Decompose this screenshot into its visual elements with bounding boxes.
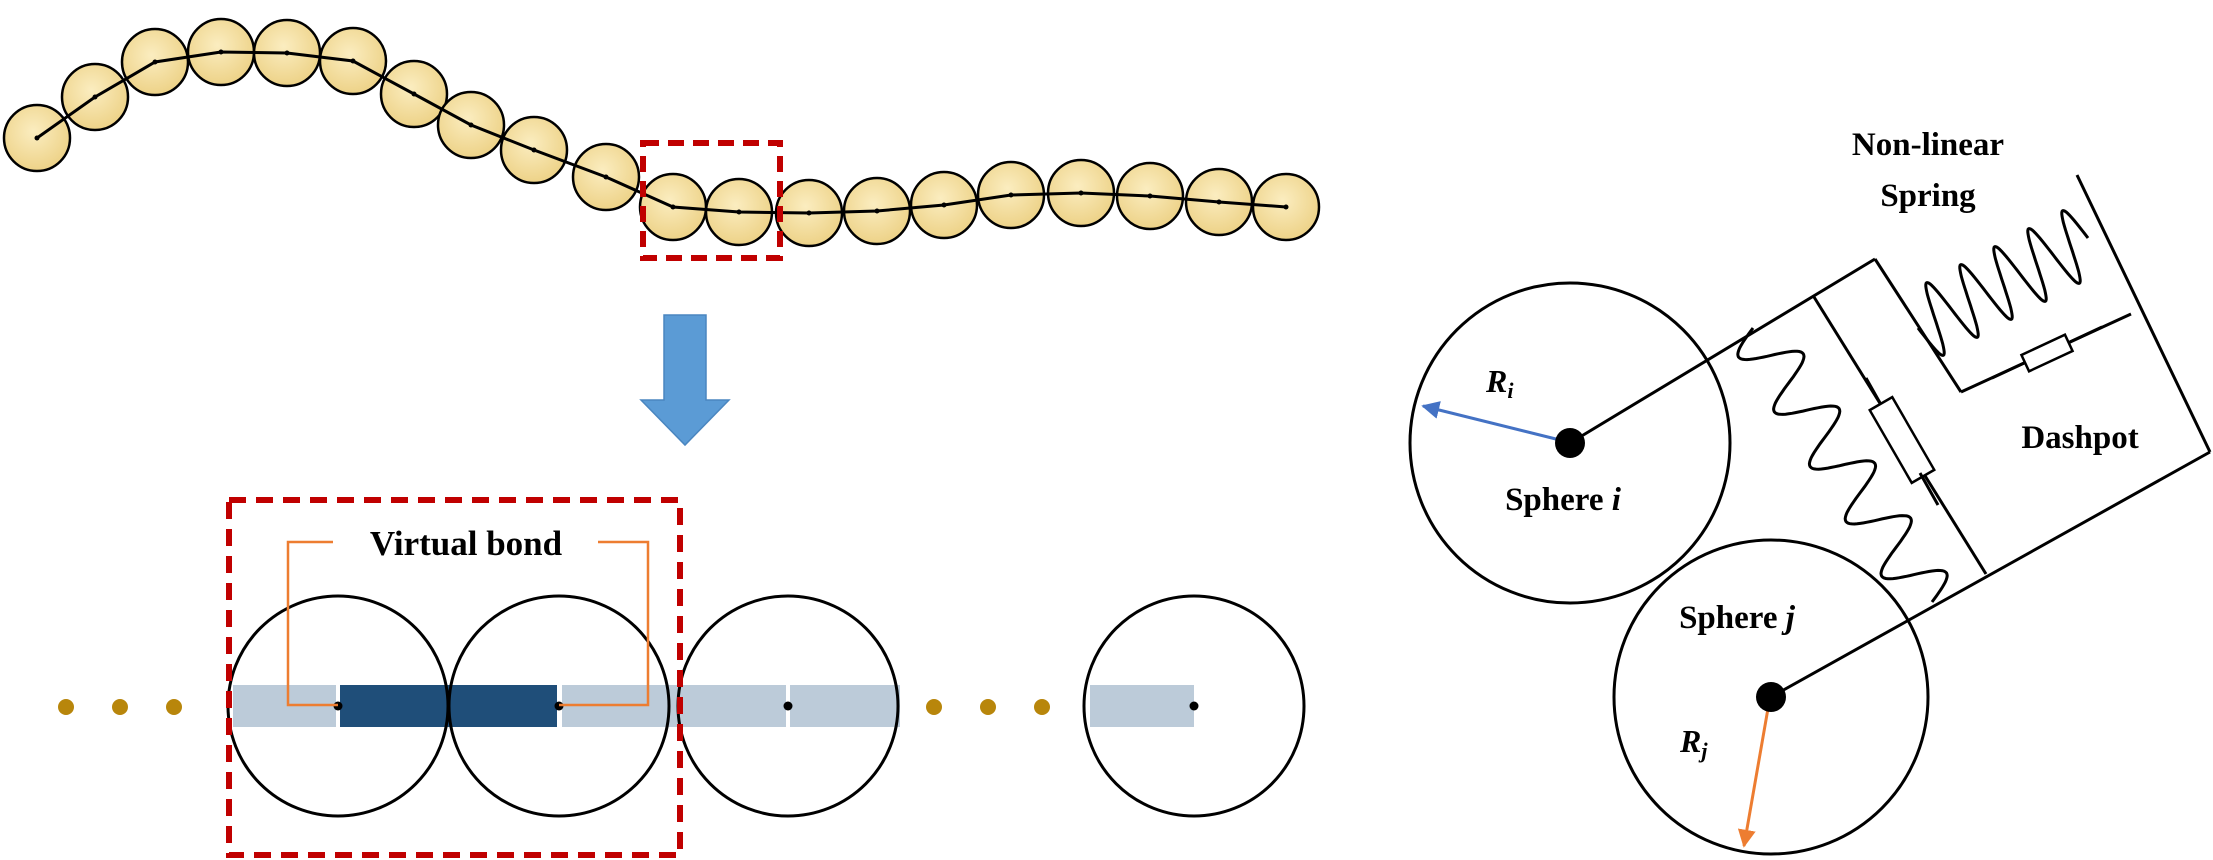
bead-center xyxy=(1078,190,1084,196)
nonlinear-spring-label-line2: Spring xyxy=(1880,178,1976,214)
dashpot-label: Dashpot xyxy=(2021,420,2138,456)
connector-arm-j xyxy=(1770,450,2211,699)
bead-center xyxy=(670,204,676,210)
contact-model-diagram: Ri Rj Sphere i Sphere j Non-linear Sprin… xyxy=(1408,127,2212,856)
sphere-i-label: Sphere i xyxy=(1505,482,1622,518)
nonlinear-spring-label-line1: Non-linear xyxy=(1852,127,2004,163)
radius-j-label: Rj xyxy=(1679,723,1708,763)
bead-center xyxy=(411,91,417,97)
dashpot-icon xyxy=(1991,325,2103,380)
sphere-j-label: Sphere j xyxy=(1679,600,1796,636)
virtual-bond-bracket-left xyxy=(286,540,338,707)
arrow-down-icon xyxy=(639,314,731,447)
bead-center xyxy=(1283,204,1289,210)
dots-icon xyxy=(926,699,1050,715)
virtual-bond-schematic: Virtual bond xyxy=(58,497,1306,858)
nonlinear-spring-icon xyxy=(1916,209,2090,357)
bead-center xyxy=(531,147,537,153)
sphere-j-center xyxy=(1756,682,1786,712)
bead-center xyxy=(350,58,356,64)
virtual-bond-bracket-right xyxy=(559,540,650,707)
bead-center xyxy=(941,202,947,208)
bond-segment-last xyxy=(1090,685,1194,727)
bond-highlight-box xyxy=(226,497,683,858)
bead-center xyxy=(1147,193,1153,199)
radius-i-label: Ri xyxy=(1485,363,1514,403)
sphere-j xyxy=(1612,538,1930,856)
connector-arm-i xyxy=(1569,257,1876,445)
radius-i-arrow xyxy=(1421,401,1569,444)
spring-icon xyxy=(1736,327,1949,603)
bead-chain xyxy=(2,17,1321,248)
sphere-center xyxy=(1189,701,1199,711)
bead-center xyxy=(736,209,742,215)
radius-j-arrow xyxy=(1737,696,1772,848)
chain-backbone xyxy=(36,50,1287,215)
bond-segment xyxy=(790,685,900,727)
sphere-center xyxy=(783,701,793,711)
bead-center xyxy=(874,208,880,214)
bead-center xyxy=(92,94,98,100)
frame-rung xyxy=(2075,174,2212,453)
bead-center xyxy=(468,122,474,128)
bead-center xyxy=(284,50,290,56)
bead-center xyxy=(1008,192,1014,198)
bead-center xyxy=(34,135,40,141)
sphere-outline xyxy=(447,594,671,818)
bead-center xyxy=(806,210,812,216)
sphere-i xyxy=(1408,281,1732,605)
frame-rung xyxy=(1873,258,1963,393)
bead-center xyxy=(603,174,609,180)
bead-center xyxy=(218,49,224,55)
sphere-i-center xyxy=(1555,428,1585,458)
bead-center xyxy=(152,59,158,65)
dashpot-icon xyxy=(1864,377,1940,506)
bead-center xyxy=(1216,199,1222,205)
sphere-outline xyxy=(1082,594,1306,818)
virtual-bond-label: Virtual bond xyxy=(370,524,563,563)
dots-icon xyxy=(58,699,182,715)
